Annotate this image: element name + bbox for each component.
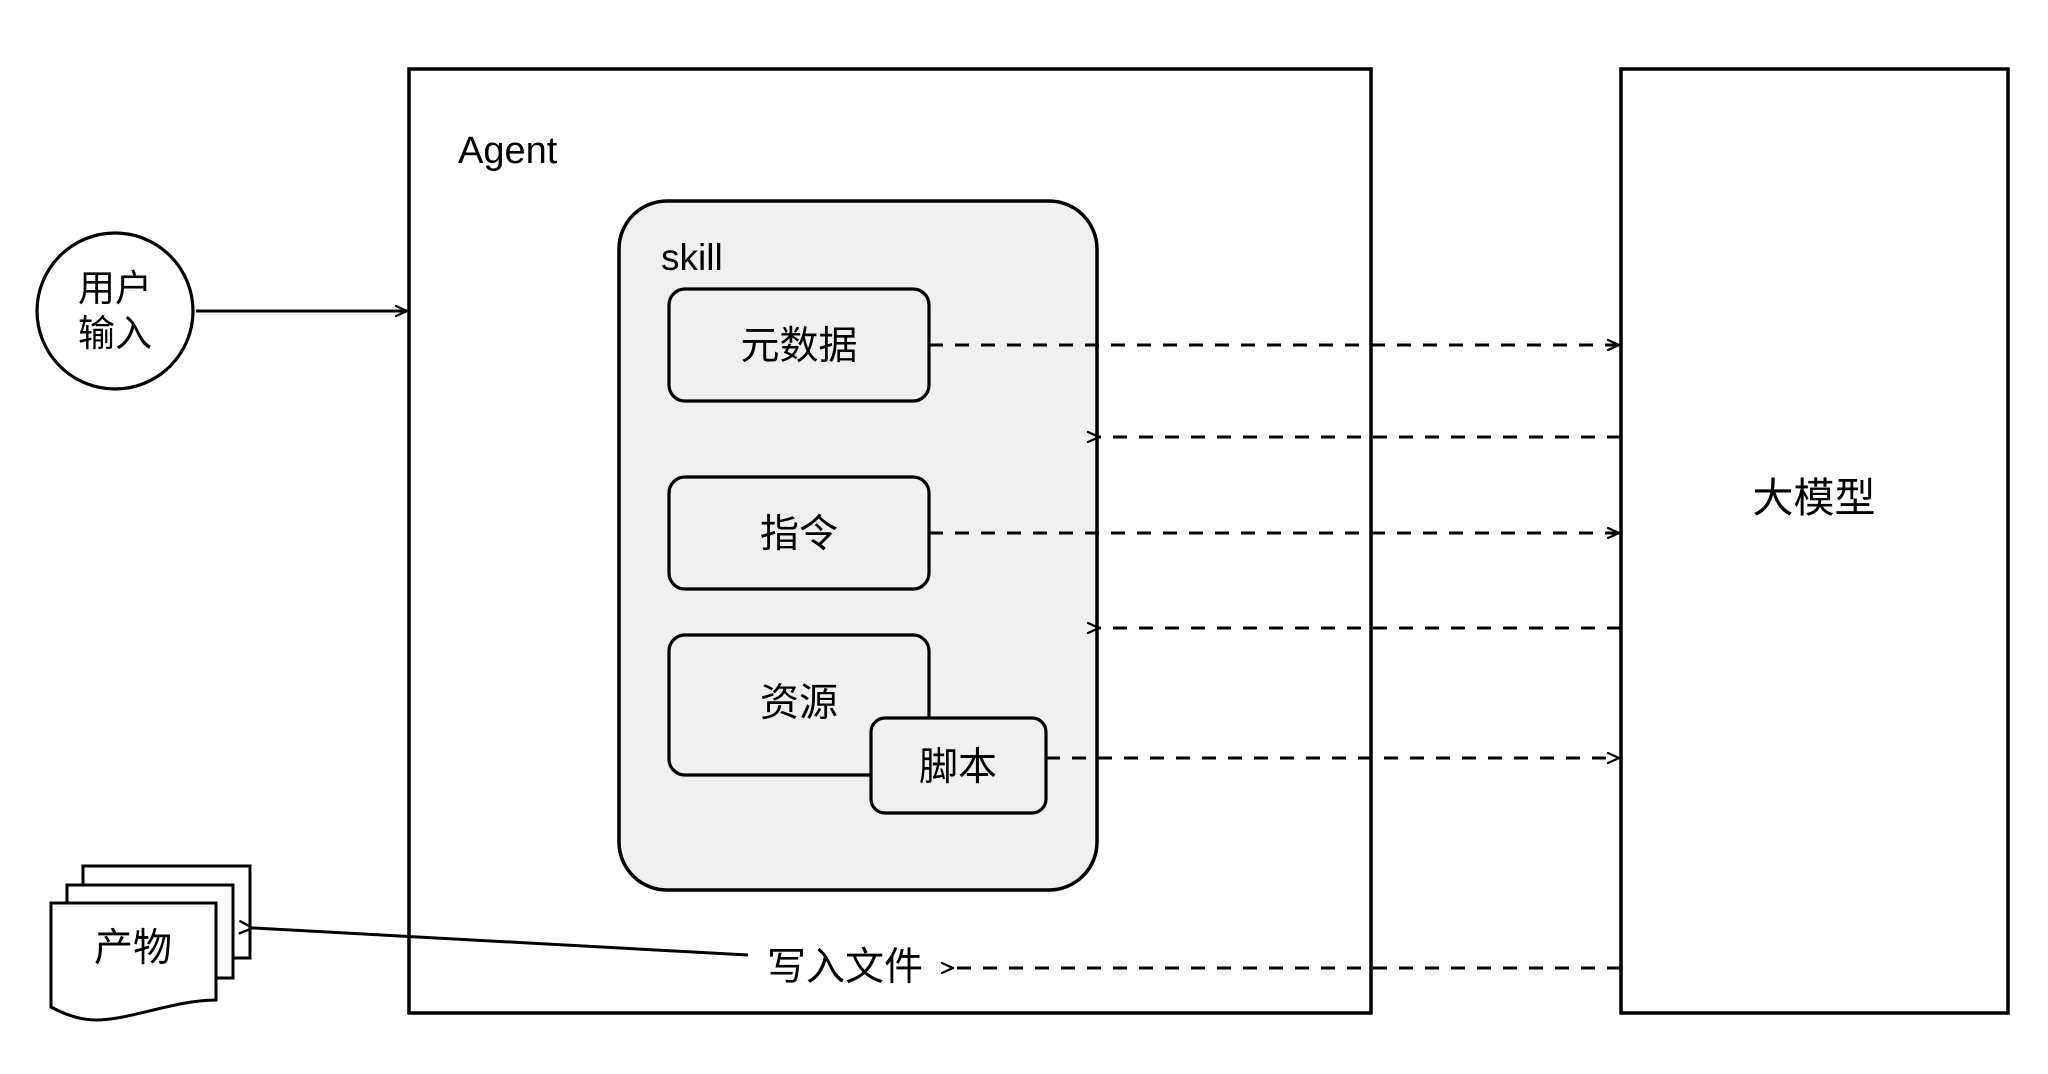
skill-label: skill: [661, 237, 723, 278]
write-file-label: 写入文件: [766, 945, 923, 991]
user-input-label: 用户 输入: [78, 266, 152, 355]
user-input-circle[interactable]: [35, 231, 195, 391]
script-label: 脚本: [918, 745, 997, 791]
edge-writefile-to-artifact: [253, 928, 749, 957]
artifact-sheet-front: [49, 901, 218, 1022]
artifact-label: 产物: [93, 926, 172, 972]
instruction-label: 指令: [759, 512, 838, 558]
resource-label: 资源: [759, 681, 838, 727]
agent-label: Agent: [458, 130, 558, 172]
artifact-stack[interactable]: [49, 864, 252, 1022]
script-box[interactable]: [869, 716, 1048, 815]
resource-box[interactable]: [667, 633, 931, 777]
large-model-box[interactable]: [1619, 67, 2010, 1015]
metadata-label: 元数据: [740, 324, 858, 370]
large-model-label: 大模型: [1752, 473, 1876, 522]
